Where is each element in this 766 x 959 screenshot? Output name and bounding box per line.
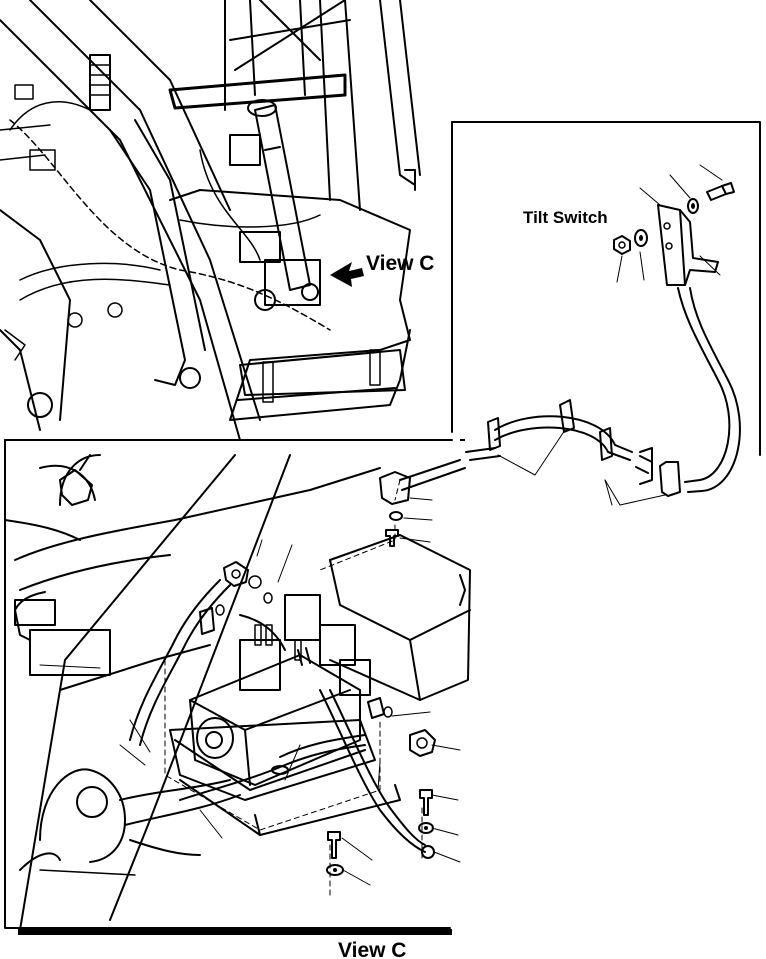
view-c-pointer: [330, 262, 364, 287]
view-c-detail: [4, 439, 471, 935]
view-c-arrow-label: View C: [366, 252, 434, 275]
tilt-switch-panel: [451, 121, 761, 456]
machine-overview: [0, 0, 421, 441]
view-c-caption: View C: [338, 939, 406, 959]
tilt-switch-assembly: [613, 164, 735, 286]
tilt-switch-label: Tilt Switch: [523, 208, 608, 227]
tilt-switch-cable: [465, 287, 741, 506]
